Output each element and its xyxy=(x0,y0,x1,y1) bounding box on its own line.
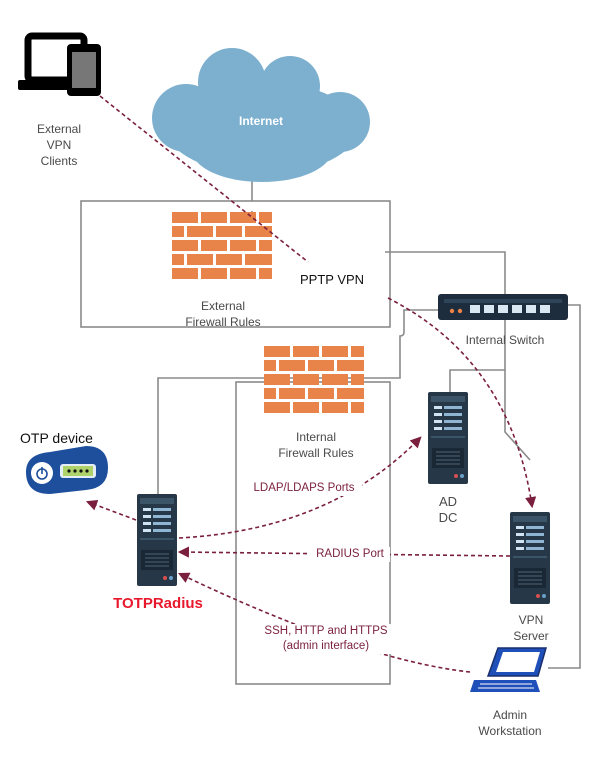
admin-workstation-label: Admin Workstation xyxy=(478,708,542,738)
internet-label: Internet xyxy=(238,114,283,128)
totpradius-server-icon xyxy=(136,493,178,587)
external-firewall-icon xyxy=(172,212,272,279)
traffic-flows xyxy=(85,95,537,673)
external-firewall-zone xyxy=(80,200,391,328)
admin-workstation-icon xyxy=(470,647,547,692)
vpn-flow-to-firewall xyxy=(99,95,309,263)
ldap-flow xyxy=(178,436,422,539)
otp-flow xyxy=(85,499,137,521)
otp-device-icon xyxy=(26,446,108,494)
internal-firewall-label: Internal Firewall Rules xyxy=(278,430,354,460)
external-vpn-clients-label: External VPN Clients xyxy=(36,122,82,168)
internal-switch-label: Internal Switch xyxy=(465,333,545,347)
ad-dc-label: AD DC xyxy=(438,494,458,525)
ssh-http-https-label: SSH, HTTP and HTTPS (admin interface) xyxy=(256,624,396,654)
ad-dc-server-icon xyxy=(427,391,469,485)
vpn-clients-icon xyxy=(18,32,101,96)
totpradius-label: TOTPRadius xyxy=(113,595,203,612)
radius-port-label: RADIUS Port xyxy=(310,547,390,562)
ldap-ports-label: LDAP/LDAPS Ports xyxy=(246,481,362,496)
vpn-server-label: VPN Server xyxy=(513,613,549,643)
internal-switch-icon xyxy=(438,294,568,320)
ssh-flow xyxy=(177,572,471,673)
vpn-flow-to-server xyxy=(387,297,537,509)
vpn-server-icon xyxy=(509,511,551,605)
internal-firewall-icon xyxy=(264,346,364,413)
external-firewall-label: External Firewall Rules xyxy=(185,299,261,329)
pptp-vpn-label: PPTP VPN xyxy=(300,272,365,287)
internet-cloud-icon xyxy=(152,48,370,182)
radius-flow xyxy=(177,546,511,558)
otp-device-label: OTP device xyxy=(20,430,93,446)
